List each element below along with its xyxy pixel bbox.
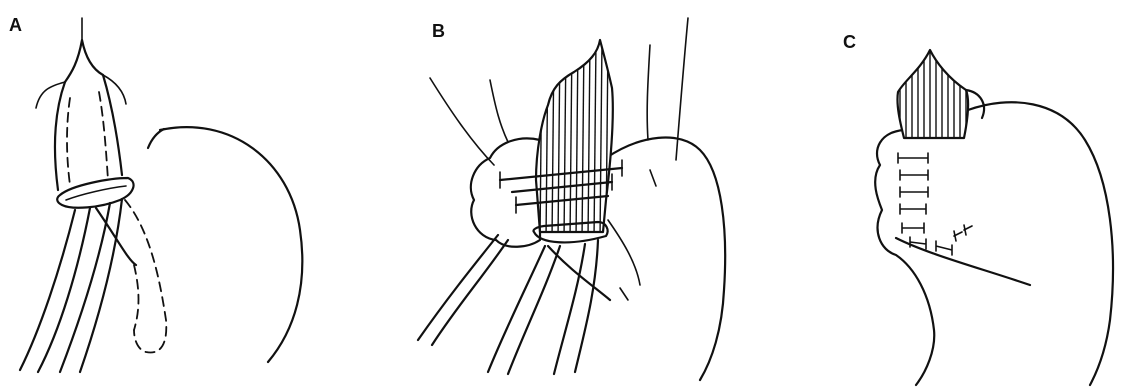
panel-b-strap-6	[575, 240, 598, 372]
panel-a-drawing	[20, 18, 302, 372]
panel-a-fundus-dashed	[125, 200, 166, 353]
panel-b-suture-tick-5	[650, 170, 656, 186]
panel-b-inner-curve-2	[620, 288, 628, 300]
panel-a-inner-dash-2	[99, 92, 108, 180]
panel-b-thread-1	[430, 78, 494, 165]
panel-a-stomach-outline	[160, 127, 302, 362]
panel-b-thread-2	[490, 80, 508, 142]
panel-a-strap-2	[38, 208, 90, 372]
panel-b-strap-5	[554, 244, 585, 374]
panel-a-esophagus-top	[65, 40, 103, 82]
panel-b-stomach-outline	[606, 138, 725, 380]
panel-b-thread-3	[647, 45, 650, 140]
panel-a-strap-1	[20, 210, 75, 370]
panel-c-esophagus	[897, 50, 968, 138]
panel-a-esophagus-left	[55, 82, 65, 190]
panel-c-left-fold	[875, 130, 934, 385]
panel-a-inner-dash-1	[67, 98, 70, 185]
panel-b-fundus-lump	[471, 138, 540, 246]
panel-a-fundus-dashed-2	[134, 265, 139, 330]
panel-b-strap-1	[418, 235, 498, 340]
panel-b-strap-2	[432, 240, 508, 345]
panel-b-drawing	[418, 18, 725, 380]
panel-c-stomach-outline	[968, 102, 1113, 385]
panel-c-drawing	[875, 40, 1113, 385]
panel-b-inner-curve-1	[608, 220, 640, 285]
panel-c-staples	[898, 153, 972, 255]
panel-a-stomach-upper	[148, 129, 164, 148]
